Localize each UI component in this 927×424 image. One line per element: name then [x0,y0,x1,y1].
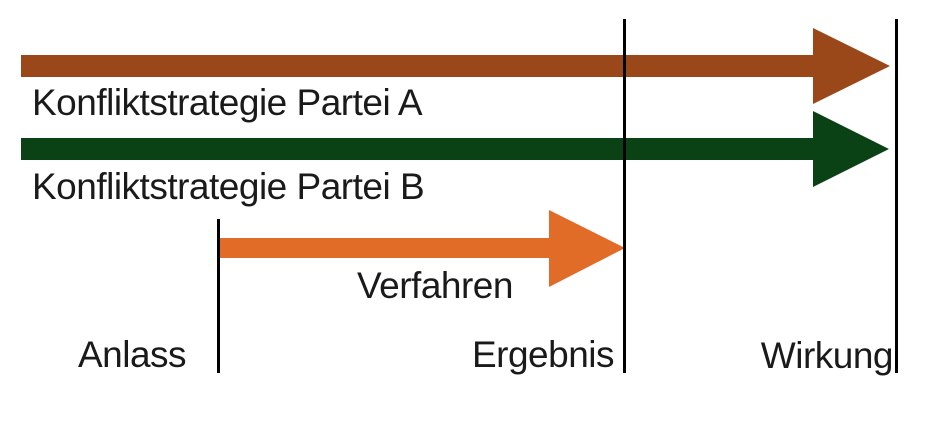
arrow-verfahren [220,210,625,287]
arrow-konfliktstrategie-partei-a [21,28,890,104]
arrow-konfliktstrategie-partei-b [21,111,889,187]
arrow-partei-b-head [813,111,889,187]
label-konfliktstrategie-partei-a: Konfliktstrategie Partei A [32,82,423,123]
arrow-partei-a-head [813,28,890,104]
arrow-verfahren-head [549,210,625,287]
arrow-partei-a-shaft [21,55,815,77]
arrow-partei-b-shaft [21,138,815,160]
label-verfahren: Verfahren [357,265,513,306]
label-anlass: Anlass [78,334,187,375]
arrow-verfahren-shaft [220,238,551,258]
label-konfliktstrategie-partei-b: Konfliktstrategie Partei B [32,166,425,207]
label-ergebnis: Ergebnis [471,334,615,375]
label-wirkung: Wirkung [760,335,894,376]
